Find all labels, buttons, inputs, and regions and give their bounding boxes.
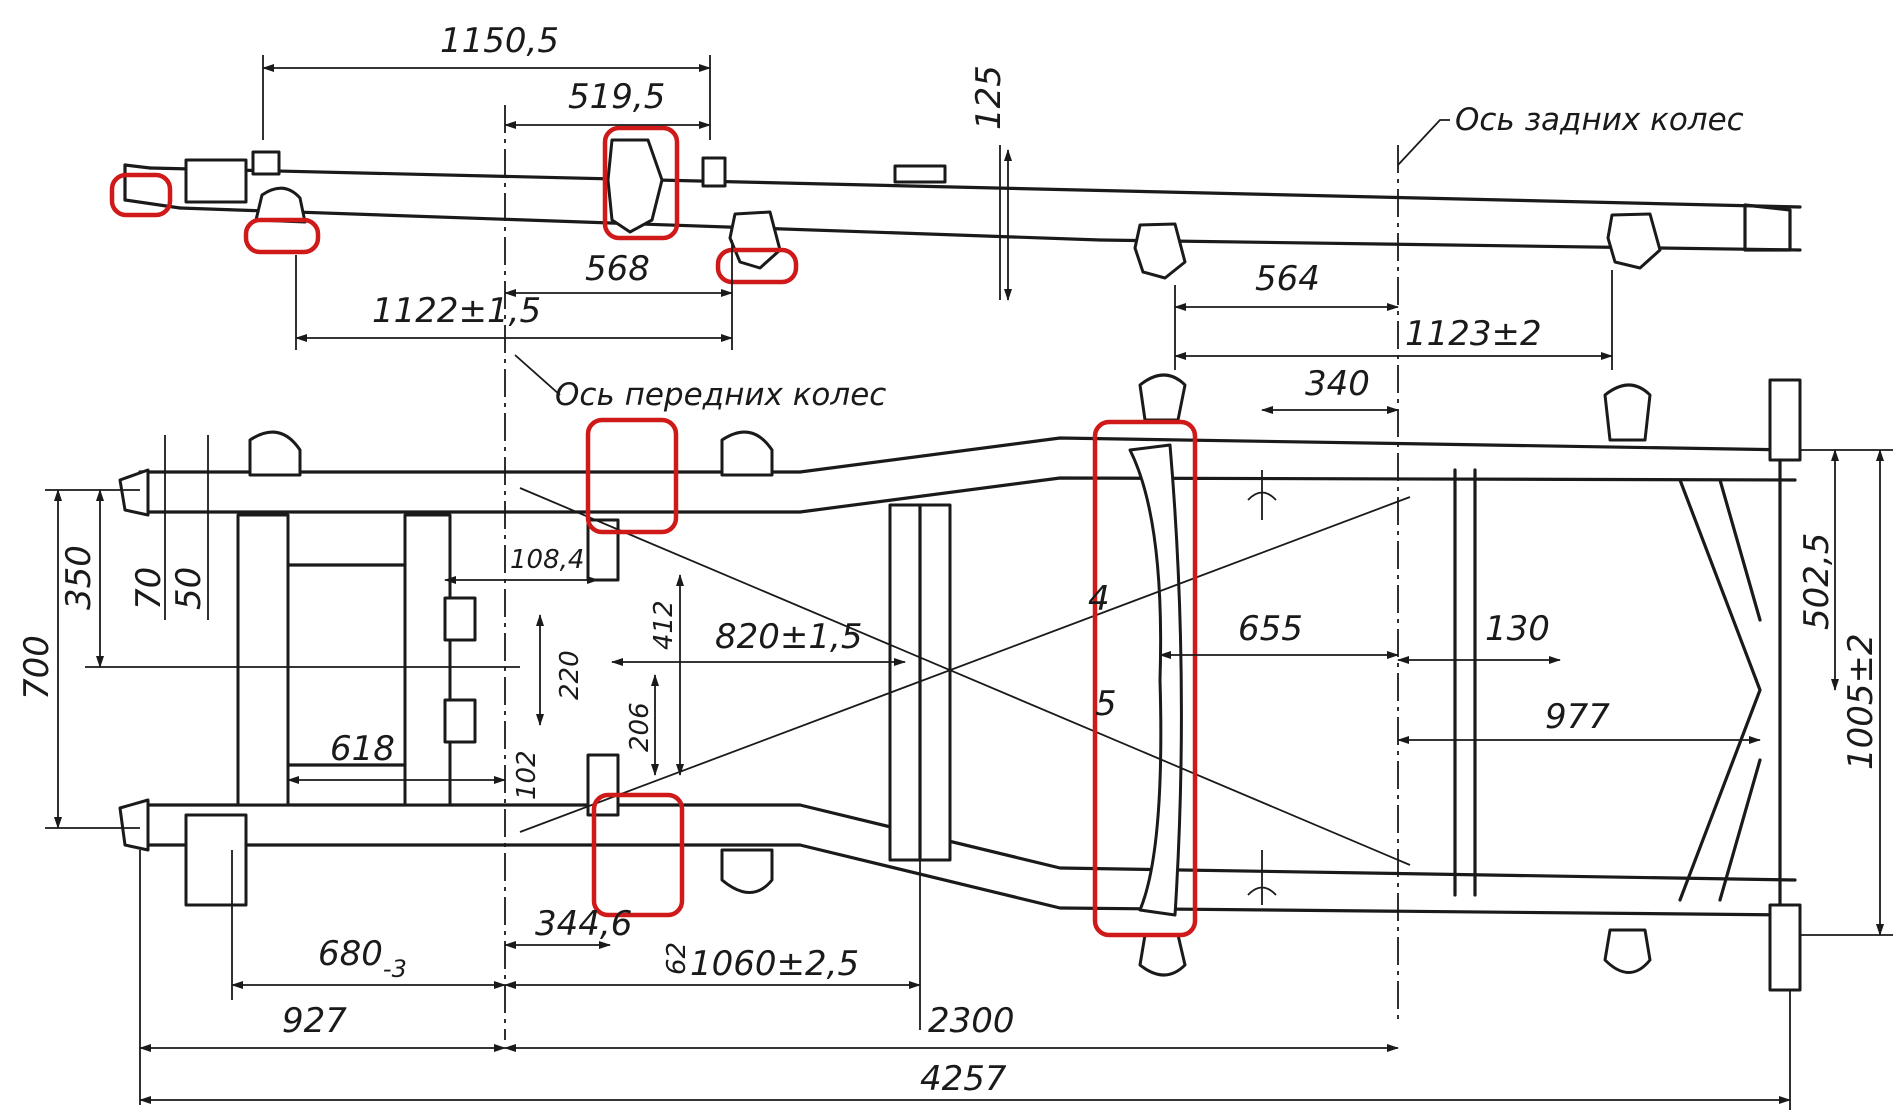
plan-second-crossmember bbox=[403, 513, 452, 807]
side-spring-hanger-mid bbox=[728, 210, 782, 270]
dimension-655: 655 bbox=[1238, 609, 1303, 649]
dimension-680-tolerance: -3 bbox=[383, 955, 407, 983]
side-highlight-front-tip bbox=[109, 172, 173, 218]
plan-highlight-upper-bracket bbox=[585, 417, 679, 535]
plan-rail-upper-outer bbox=[138, 436, 1797, 474]
side-frame-rear-end bbox=[1743, 203, 1792, 252]
plan-highlight-lower-bracket bbox=[591, 792, 685, 918]
dimension-62: 62 bbox=[662, 942, 692, 975]
plan-rear-bracket-bottom bbox=[1768, 903, 1802, 992]
dimension-820: 820±1,5 bbox=[715, 617, 862, 657]
dimension-1150-5: 1150,5 bbox=[440, 21, 559, 61]
side-highlight-front-hanger bbox=[243, 217, 321, 255]
dimension-220: 220 bbox=[555, 650, 585, 700]
dimension-680: 680-3 bbox=[318, 934, 407, 983]
plan-rail-lower-outer bbox=[138, 803, 1797, 882]
dimension-102: 102 bbox=[512, 750, 542, 800]
dimension-412: 412 bbox=[649, 600, 679, 650]
side-spring-hanger-rear-front bbox=[1133, 222, 1187, 280]
plan-diagonal-1 bbox=[519, 487, 1411, 866]
side-frame-bottom-edge bbox=[178, 206, 1802, 252]
dimension-206: 206 bbox=[625, 702, 655, 752]
plan-hanger-bottom bbox=[1138, 933, 1187, 977]
plan-shock-upper bbox=[1247, 470, 1277, 520]
plan-center-crossmember bbox=[1128, 443, 1183, 917]
dimension-564: 564 bbox=[1255, 259, 1320, 299]
plan-view bbox=[45, 373, 1893, 1110]
plan-rear-hanger-bottom bbox=[1603, 928, 1652, 974]
side-spring-hanger-front bbox=[254, 186, 307, 224]
dimension-344-6: 344,6 bbox=[535, 904, 632, 944]
dimension-1123: 1123±2 bbox=[1405, 314, 1542, 354]
plan-rear-hanger-top bbox=[1603, 383, 1652, 442]
plan-front-tip-lower bbox=[118, 798, 150, 852]
front-axle-leader bbox=[514, 354, 561, 396]
plan-rail-lower-inner bbox=[138, 843, 1797, 917]
side-front-bumper-bracket bbox=[184, 158, 248, 204]
dimension-977: 977 bbox=[1545, 697, 1610, 737]
plan-front-bumper-block bbox=[184, 813, 248, 907]
side-bracket-a bbox=[251, 150, 281, 176]
dimension-340: 340 bbox=[1305, 364, 1370, 404]
plan-spring-bracket-1 bbox=[248, 430, 302, 477]
dimension-568: 568 bbox=[585, 249, 650, 289]
dimension-4257: 4257 bbox=[920, 1059, 1007, 1099]
dimension-125: 125 bbox=[969, 65, 1009, 130]
dimension-130: 130 bbox=[1485, 609, 1550, 649]
marker-5: 5 bbox=[1095, 684, 1117, 724]
plan-front-tip-upper bbox=[118, 468, 150, 517]
front-axle-label: Ось передних колес bbox=[555, 377, 886, 413]
plan-rear-x-brace bbox=[1678, 478, 1762, 902]
plan-diagonal-2 bbox=[519, 496, 1411, 833]
dimension-618: 618 bbox=[330, 729, 395, 769]
plan-spring-bracket-3 bbox=[720, 848, 774, 894]
side-bracket-b bbox=[701, 156, 727, 188]
marker-4: 4 bbox=[1088, 579, 1110, 619]
dimension-502-5: 502,5 bbox=[1797, 533, 1837, 630]
dimension-927: 927 bbox=[282, 1001, 347, 1041]
side-frame-top-edge bbox=[148, 166, 1802, 209]
plan-spring-bracket-2 bbox=[720, 430, 774, 477]
plan-bracket-lower-left bbox=[443, 698, 477, 744]
side-top-pad bbox=[893, 164, 947, 184]
dimension-1005: 1005±2 bbox=[1841, 633, 1881, 770]
rear-axle-leader bbox=[1397, 119, 1450, 166]
plan-highlight-center-crossmember bbox=[1092, 419, 1198, 938]
side-spring-hanger-rear bbox=[1606, 212, 1662, 270]
plan-hanger-top bbox=[1138, 373, 1187, 422]
side-spring-shackle-front bbox=[606, 138, 664, 234]
dimension-50: 50 bbox=[169, 567, 209, 610]
dimension-680-value: 680 bbox=[318, 934, 383, 974]
dimension-1122: 1122±1,5 bbox=[372, 291, 541, 331]
dimension-2300: 2300 bbox=[928, 1001, 1015, 1041]
side-view bbox=[109, 55, 1802, 1040]
annotations: 1150,5 519,5 125 Ось задних колес 568 11… bbox=[17, 21, 1881, 1099]
dimension-70: 70 bbox=[129, 567, 169, 610]
plan-rail-upper-inner bbox=[138, 476, 1797, 514]
plan-shock-lower bbox=[1247, 850, 1277, 905]
plan-bracket-upper-left bbox=[443, 596, 477, 642]
rear-axle-label: Ось задних колес bbox=[1455, 102, 1744, 138]
plan-front-crossmember bbox=[236, 513, 290, 807]
dimension-519-5: 519,5 bbox=[568, 77, 665, 117]
dimension-700: 700 bbox=[17, 635, 57, 700]
plan-rear-bracket-top bbox=[1768, 378, 1802, 462]
side-highlight-mid-hanger bbox=[715, 247, 799, 285]
dimension-350: 350 bbox=[59, 545, 99, 610]
dimension-108-4: 108,4 bbox=[510, 545, 584, 575]
dimension-1060: 1060±2,5 bbox=[690, 944, 859, 984]
